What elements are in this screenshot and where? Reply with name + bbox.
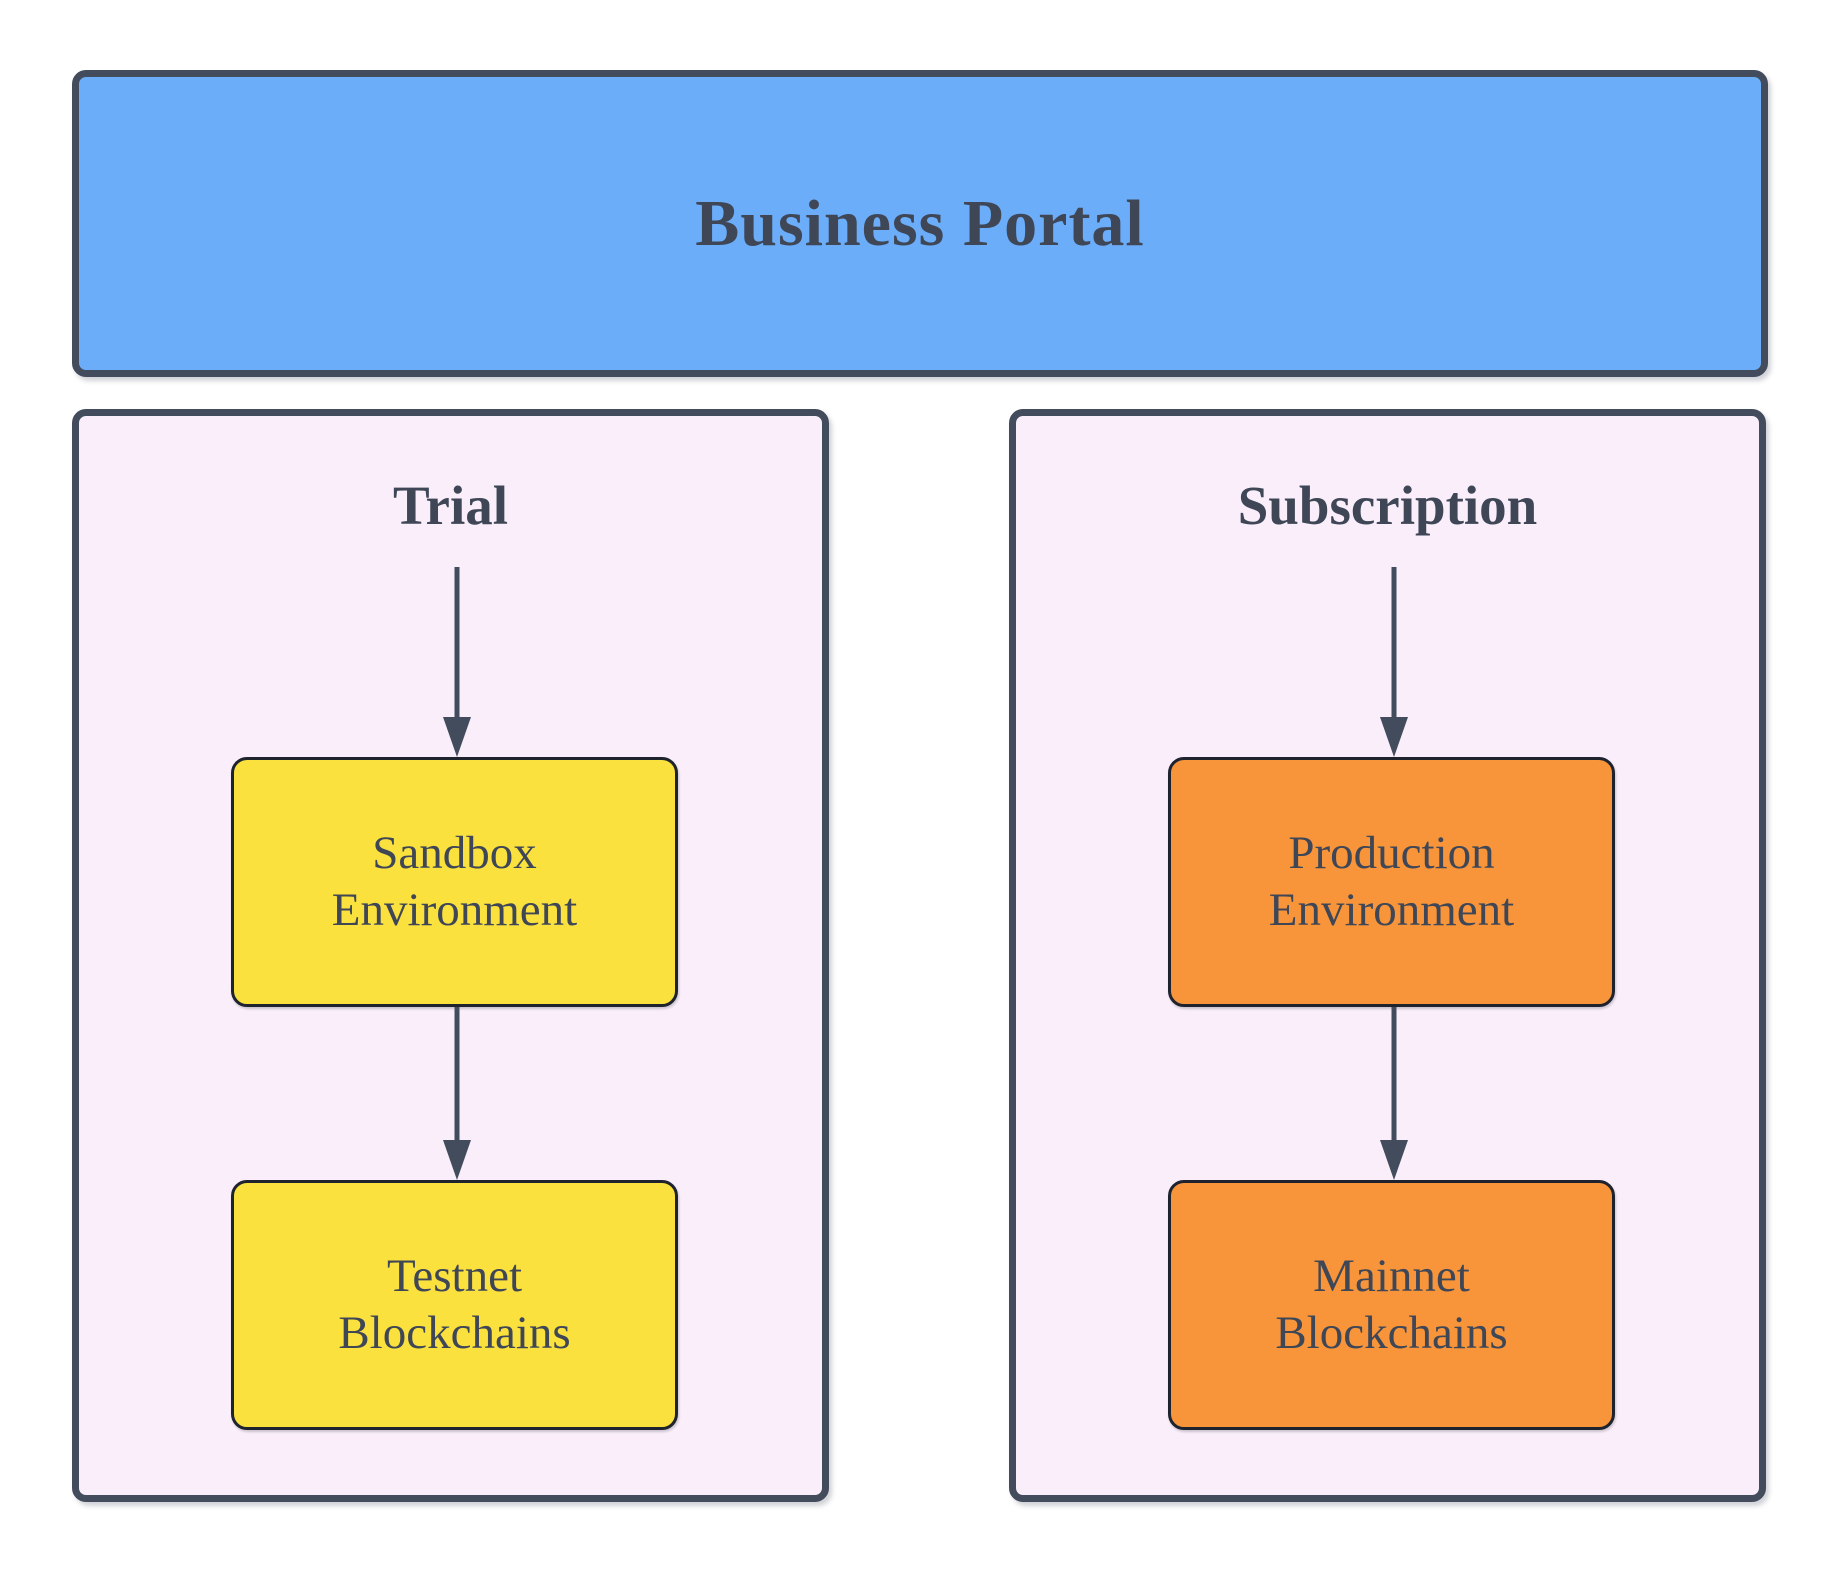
business-portal-label: Business Portal xyxy=(695,186,1145,260)
mainnet-blockchains-label: Mainnet Blockchains xyxy=(1275,1250,1508,1359)
arrow-head-icon xyxy=(1380,717,1408,757)
production-environment-node: Production Environment xyxy=(1168,757,1615,1007)
production-environment-label: Production Environment xyxy=(1268,827,1515,936)
trial-arrow-title-to-sandbox xyxy=(443,567,471,757)
sandbox-environment-label: Sandbox Environment xyxy=(331,827,578,936)
business-portal-node: Business Portal xyxy=(72,70,1768,377)
testnet-blockchains-label: Testnet Blockchains xyxy=(338,1250,571,1359)
trial-arrow-sandbox-to-testnet xyxy=(443,1007,471,1180)
arrow-head-icon xyxy=(443,717,471,757)
subscription-group: Subscription Production Environment Main… xyxy=(1009,409,1766,1502)
sandbox-environment-node: Sandbox Environment xyxy=(231,757,678,1007)
trial-group: Trial Sandbox Environment Testnet Blockc… xyxy=(72,409,829,1502)
testnet-blockchains-node: Testnet Blockchains xyxy=(231,1180,678,1430)
mainnet-blockchains-node: Mainnet Blockchains xyxy=(1168,1180,1615,1430)
arrow-head-icon xyxy=(1380,1140,1408,1180)
arrow-head-icon xyxy=(443,1140,471,1180)
subscription-group-title: Subscription xyxy=(1237,475,1538,536)
subscription-arrow-production-to-mainnet xyxy=(1380,1007,1408,1180)
trial-group-title: Trial xyxy=(392,475,509,536)
subscription-arrow-title-to-production xyxy=(1380,567,1408,757)
